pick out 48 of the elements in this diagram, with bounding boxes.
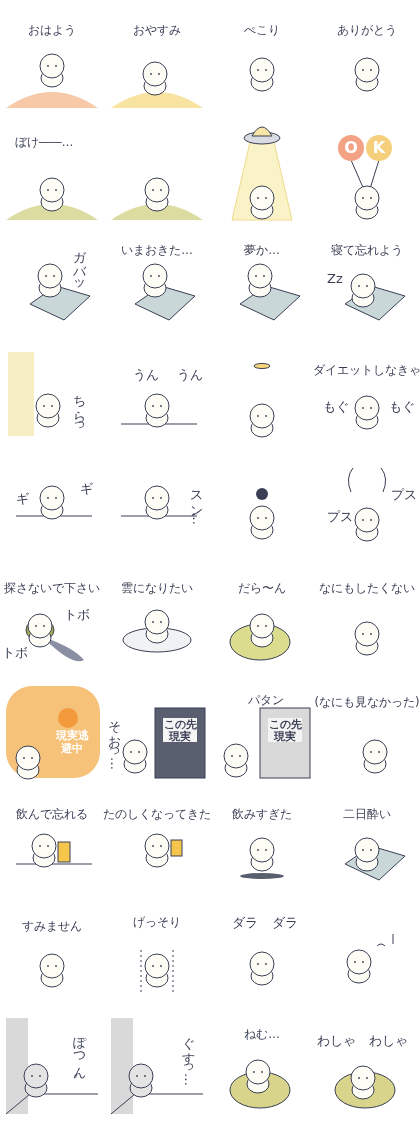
sound-effect: ちらっ: [72, 386, 87, 431]
sticker-caption: 雲になりたい: [121, 582, 193, 596]
sound-effect: トボ: [2, 646, 28, 661]
sticker-caption: すみません: [22, 920, 82, 934]
door-sign: この先現実: [268, 718, 302, 743]
sticker-caption: 飲んで忘れる: [16, 808, 88, 822]
sound-effect: もぐ: [389, 400, 415, 415]
sticker-caption: 飲みすぎた: [232, 808, 292, 822]
sound-effect: ぽつん。: [72, 1028, 87, 1086]
sound-effect: ダラ: [272, 916, 298, 931]
sound-effect: わしゃ: [317, 1034, 356, 1049]
sound-effect: スン…: [189, 482, 204, 525]
sound-effect: うん: [133, 368, 159, 383]
sound-effect: ギ: [80, 482, 93, 497]
sticker-caption: 寝て忘れよう: [331, 244, 403, 258]
sticker-caption: ねむ…: [244, 1028, 280, 1042]
sticker-caption: 二日酔い: [343, 808, 391, 822]
sound-effect: わしゃ: [369, 1034, 408, 1049]
sound-effect: Zz: [327, 272, 343, 287]
sticker-caption: おやすみ: [133, 24, 181, 38]
sound-effect: トボ: [64, 608, 90, 623]
sound-effect: プス: [327, 510, 353, 525]
sound-effect: プス: [391, 488, 417, 503]
sticker-caption: (なにも見なかった): [314, 696, 420, 710]
sound-effect: そおっ…: [107, 712, 122, 770]
sound-effect: ギ: [16, 492, 29, 507]
sound-effect: もぐ: [323, 400, 349, 415]
sunset-text: 現実逃避中: [54, 730, 90, 756]
sticker-caption: おはよう: [28, 24, 76, 38]
sticker-caption: 探さないで下さい: [4, 582, 100, 596]
door-sign: この先現実: [163, 718, 197, 743]
sound-effect: ダラ: [232, 916, 258, 931]
sticker-caption: ぼけ――…: [14, 136, 74, 150]
sticker-caption: いまおきた…: [121, 244, 193, 258]
sticker-caption: だら〜ん: [238, 582, 286, 596]
sticker-caption: なにもしたくない: [319, 582, 415, 596]
sound-effect: ぐすっ…: [181, 1028, 196, 1086]
sticker-caption: たのしくなってきた: [103, 808, 211, 822]
balloon-letter: K: [372, 138, 386, 158]
sound-effect: パタン: [248, 694, 284, 708]
sound-effect: ガバッ: [72, 242, 87, 287]
sticker-caption: 夢か…: [244, 244, 280, 258]
sticker-caption: げっそり: [133, 916, 181, 930]
sticker-caption: ぺこり: [244, 24, 280, 38]
sticker-caption: ダイエットしなきゃ: [313, 364, 420, 378]
sound-effect: うん: [177, 368, 203, 383]
balloon-letter: O: [344, 138, 358, 158]
sticker-caption: ありがとう: [337, 24, 397, 38]
